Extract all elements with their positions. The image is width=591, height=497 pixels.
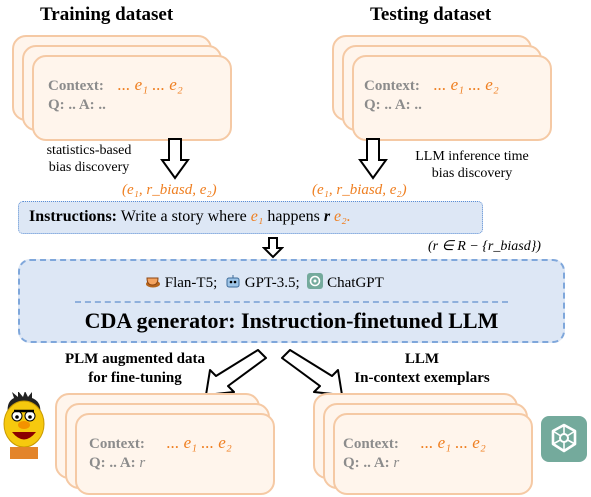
ex-entities: ... e₁ ... e₂ — [420, 433, 486, 452]
instruction-e2: e₂. — [334, 208, 351, 225]
openai-logo-icon — [541, 416, 587, 462]
instruction-box: Instructions: Write a story where e₁ hap… — [18, 201, 483, 234]
plm-output-label: PLM augmented data for fine-tuning — [65, 351, 205, 386]
openai-icon — [307, 273, 324, 294]
instruction-text-2: happens — [267, 208, 320, 225]
relation-constraint: (r ∈ R − {r_biasd}) — [428, 239, 541, 254]
instruction-text-1: Write a story where — [120, 208, 247, 225]
model-list: Flan-T5; GPT-3.5; ChatGPT — [145, 273, 384, 294]
train-qa: Q: .. A: .. — [48, 97, 106, 113]
left-discovery-label: statistics-based bias discovery — [46, 143, 132, 175]
aug-context-label: Context: — [89, 436, 145, 452]
robot-icon — [225, 274, 241, 293]
down-arrow-icon — [160, 138, 190, 180]
gpt35-label: GPT-3.5; — [244, 274, 300, 291]
generator-divider — [75, 301, 508, 303]
down-right-arrow-icon — [281, 349, 343, 396]
generator-title: CDA generator: Instruction-finetuned LLM — [84, 308, 499, 333]
right-bias-triple: (e₁, r_biasd, e₂) — [312, 182, 407, 198]
test-entities: ... e₁ ... e₂ — [433, 75, 499, 94]
training-dataset-title: Training dataset — [40, 4, 174, 25]
ex-answer-r: r — [393, 455, 400, 471]
left-bias-triple: (e₁, r_biasd, e₂) — [122, 182, 217, 198]
aug-answer-r: r — [139, 455, 146, 471]
right-discovery-label: LLM inference time bias discovery — [415, 149, 529, 181]
chatgpt-label: ChatGPT — [327, 274, 384, 291]
testing-dataset-title: Testing dataset — [370, 4, 492, 25]
ex-context-label: Context: — [343, 436, 399, 452]
down-arrow-icon — [262, 237, 284, 259]
train-context-label: Context: — [48, 78, 104, 94]
train-entities: ... e₁ ... e₂ — [117, 75, 183, 94]
down-arrow-icon — [358, 138, 388, 180]
aug-entities: ... e₁ ... e₂ — [166, 433, 232, 452]
test-qa: Q: .. A: .. — [364, 97, 422, 113]
instruction-e1: e₁ — [250, 208, 264, 225]
flan-t5-label: Flan-T5; — [164, 274, 218, 291]
instruction-prefix: Instructions: — [29, 208, 118, 225]
llm-output-label: LLM In-context exemplars — [354, 351, 490, 386]
bert-muppet-icon — [3, 392, 45, 459]
aug-qa: Q: .. A: — [89, 455, 136, 471]
instruction-r: r — [323, 208, 331, 225]
ex-qa: Q: .. A: — [343, 455, 390, 471]
test-context-label: Context: — [364, 78, 420, 94]
cda-generator-box: Flan-T5; GPT-3.5; ChatGPT CDA generator:… — [18, 259, 565, 343]
teacup-icon — [145, 274, 161, 293]
